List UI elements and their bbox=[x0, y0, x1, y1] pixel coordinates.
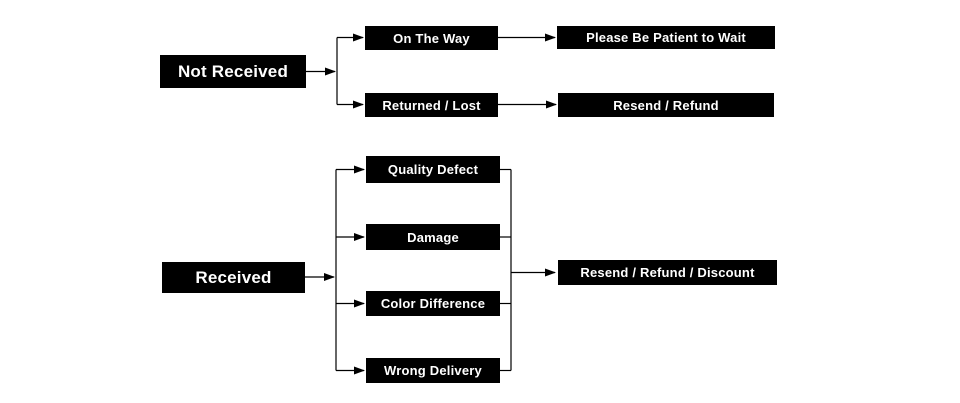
node-returned-lost: Returned / Lost bbox=[365, 93, 498, 117]
node-resend-refund-discount: Resend / Refund / Discount bbox=[558, 260, 777, 285]
node-damage: Damage bbox=[366, 224, 500, 250]
node-please-be-patient: Please Be Patient to Wait bbox=[557, 26, 775, 49]
node-resend-refund: Resend / Refund bbox=[558, 93, 774, 117]
node-quality-defect: Quality Defect bbox=[366, 156, 500, 183]
node-not-received: Not Received bbox=[160, 55, 306, 88]
node-on-the-way: On The Way bbox=[365, 26, 498, 50]
node-color-difference: Color Difference bbox=[366, 291, 500, 316]
node-wrong-delivery: Wrong Delivery bbox=[366, 358, 500, 383]
node-received: Received bbox=[162, 262, 305, 293]
